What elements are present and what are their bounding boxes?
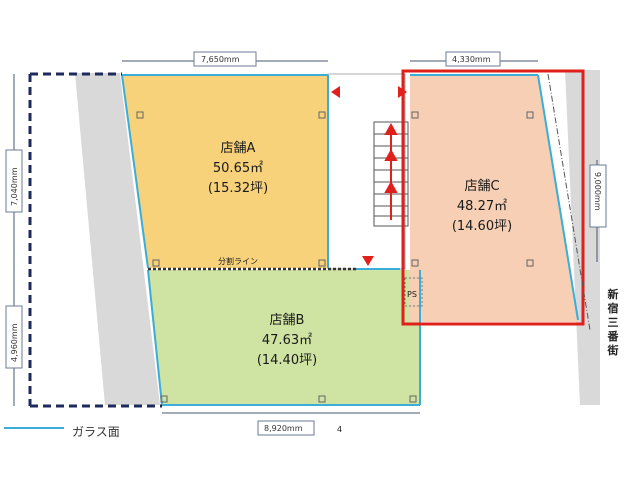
svg-text:50.65㎡: 50.65㎡	[213, 161, 263, 176]
svg-text:(15.32坪): (15.32坪)	[208, 181, 268, 196]
shop-c-label: 店舗C 48.27㎡ (14.60坪)	[452, 179, 512, 234]
shop-c-area	[410, 74, 578, 322]
street-label: 新宿三番街	[607, 287, 620, 357]
svg-text:9,000mm: 9,000mm	[593, 172, 602, 211]
legend-glass-label: ガラス面	[72, 425, 120, 439]
svg-text:新宿三番街: 新宿三番街	[607, 287, 620, 357]
dimension-top-right: 4,330mm	[445, 51, 501, 67]
svg-text:7,040mm: 7,040mm	[10, 167, 19, 206]
entrance-arrow-a	[331, 86, 340, 98]
ps-label: PS	[407, 290, 417, 299]
dimension-right: 9,000mm	[589, 164, 607, 228]
shop-b-label: 店舗B 47.63㎡ (14.40坪)	[257, 313, 317, 368]
entrance-arrow-b	[362, 256, 374, 266]
shop-b-area	[148, 270, 420, 405]
dimension-bottom: 8,920mm	[257, 420, 315, 436]
dimension-top-left: 7,650mm	[193, 51, 257, 67]
svg-text:店舗B: 店舗B	[270, 313, 305, 328]
svg-text:8,920mm: 8,920mm	[264, 424, 303, 433]
shop-a-label: 店舗A 50.65㎡ (15.32坪)	[208, 141, 268, 196]
stair-arrows	[384, 122, 398, 220]
split-line-label: 分割ライン	[218, 256, 258, 266]
shop-a-area	[122, 74, 328, 268]
svg-text:7,650mm: 7,650mm	[201, 55, 240, 64]
shop-c-highlight	[401, 69, 585, 326]
svg-text:(14.40坪): (14.40坪)	[257, 353, 317, 368]
svg-text:(14.60坪): (14.60坪)	[452, 219, 512, 234]
dimension-left-upper: 7,040mm	[5, 149, 23, 213]
left-road	[75, 73, 160, 405]
ps-shaft	[404, 277, 423, 307]
svg-text:店舗A: 店舗A	[221, 141, 256, 156]
entrance-arrow-c	[398, 86, 407, 98]
svg-text:4,330mm: 4,330mm	[452, 55, 491, 64]
svg-text:48.27㎡: 48.27㎡	[457, 199, 507, 214]
glass-edges	[121, 74, 579, 406]
svg-text:4,960mm: 4,960mm	[10, 323, 19, 362]
dimension-left-lower: 4,960mm	[5, 305, 23, 369]
page-number: 4	[337, 425, 342, 434]
lot-line-right	[547, 73, 591, 331]
site-boundary	[28, 72, 162, 408]
svg-text:店舗C: 店舗C	[464, 179, 499, 194]
legend: ガラス面	[4, 425, 120, 439]
corridor	[327, 73, 406, 270]
column-markers	[136, 111, 534, 403]
svg-text:47.63㎡: 47.63㎡	[262, 333, 312, 348]
